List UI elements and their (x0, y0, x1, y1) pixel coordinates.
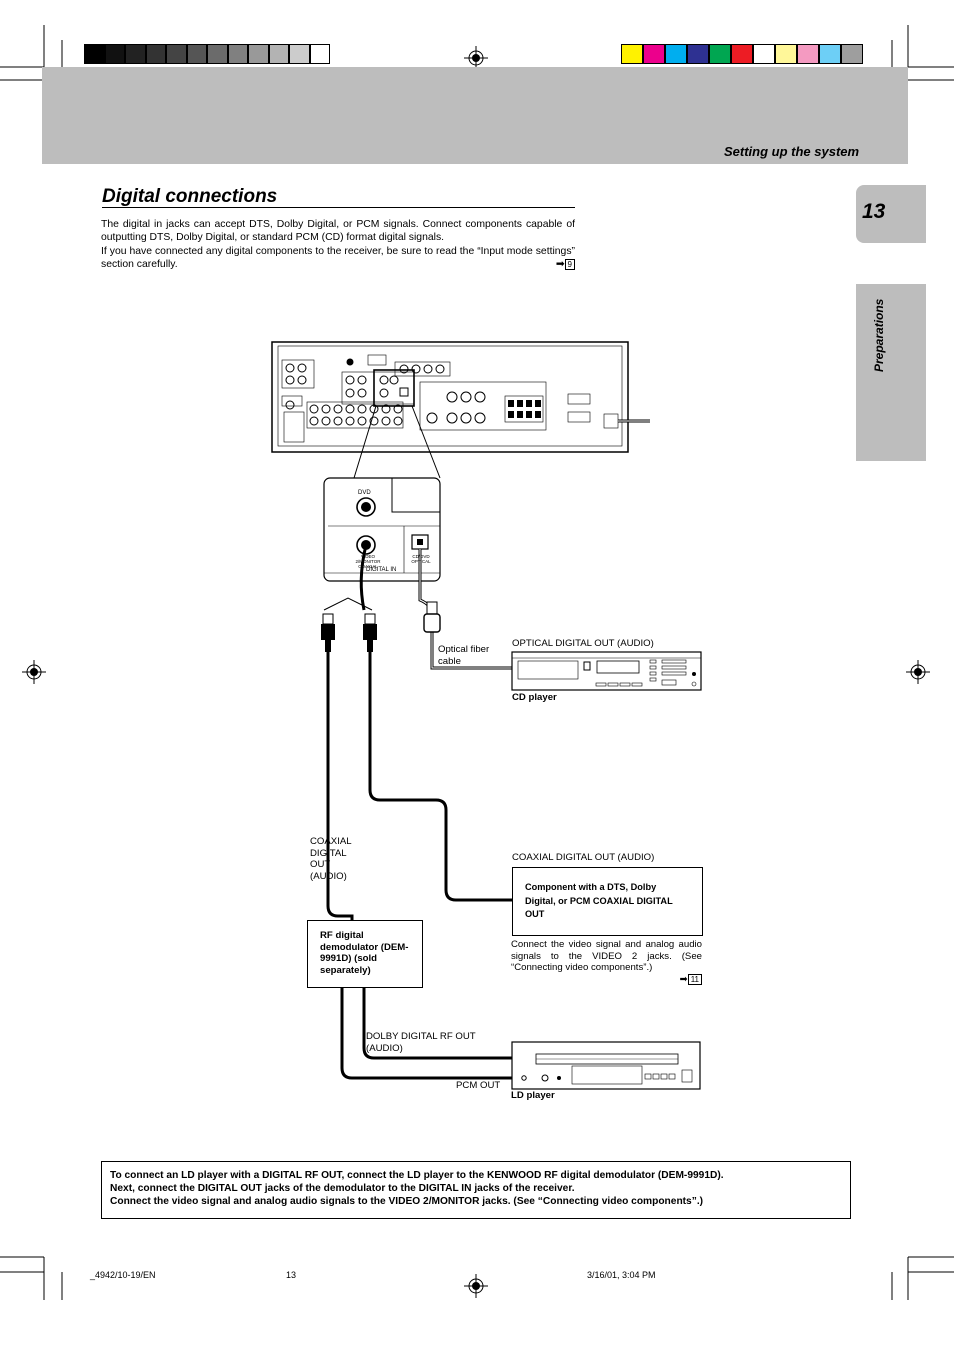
grayscale-swatch (268, 44, 289, 64)
coaxial-digital-out-right-label: COAXIAL DIGITAL OUT (AUDIO) (512, 852, 655, 863)
registration-mark-bottom (464, 1274, 488, 1298)
grayscale-swatch (104, 44, 125, 64)
color-swatch (731, 44, 753, 64)
note-line-1: To connect an LD player with a DIGITAL R… (110, 1170, 724, 1181)
cables (326, 544, 512, 1080)
rf-demodulator-label: RF digital demodulator (DEM-9991D) (sold… (320, 930, 409, 976)
intro-paragraph-2: If you have connected any digital compon… (101, 245, 575, 272)
registration-mark-top (464, 46, 488, 70)
coaxial-plug-right (363, 613, 377, 652)
page-ref-9: ➡9 (556, 258, 575, 271)
grayscale-swatch (84, 44, 105, 64)
component-box-text: Component with a DTS, Dolby Digital, or … (525, 882, 673, 919)
registration-mark-right (906, 660, 930, 684)
connect-note: Connect the video signal and analog audi… (511, 939, 702, 985)
page-ref-11: ➡11 (511, 973, 702, 986)
grayscale-swatch (125, 44, 146, 64)
intro-paragraph-2-text: If you have connected any digital compon… (101, 245, 575, 271)
page-number-tab (856, 185, 926, 243)
digital-in-label: DIGITAL IN (366, 567, 397, 573)
receiver-rear-panel (271, 341, 650, 453)
color-swatch (687, 44, 709, 64)
registration-mark-left (22, 660, 46, 684)
grayscale-swatch (186, 44, 207, 64)
cd-player-label: CD player (512, 692, 557, 703)
color-swatch (775, 44, 797, 64)
page-title: Digital connections (102, 186, 278, 207)
note-line-3: Connect the video signal and analog audi… (110, 1196, 704, 1207)
optical-plug (423, 601, 441, 633)
optical-fiber-cable-label: Optical fiber cable (438, 644, 490, 667)
color-swatch (621, 44, 643, 64)
page-number: 13 (862, 200, 886, 223)
intro-text: The digital in jacks can accept DTS, Dol… (101, 218, 575, 272)
side-tab (856, 284, 926, 461)
header-band (42, 67, 908, 164)
pcm-out-label: PCM OUT (456, 1080, 501, 1091)
cd-player-illustration (511, 651, 702, 691)
note-box: To connect an LD player with a DIGITAL R… (101, 1161, 851, 1219)
rf-demodulator-box: RF digital demodulator (DEM-9991D) (sold… (307, 920, 423, 988)
grayscale-swatch (145, 44, 166, 64)
footer-file: _4942/10-19/EN (90, 1270, 156, 1280)
coaxial-digital-out-left-label: COAXIAL DIGITAL OUT (AUDIO) (310, 836, 352, 882)
color-swatch (819, 44, 841, 64)
color-swatch (797, 44, 819, 64)
title-underline (102, 207, 575, 208)
intro-paragraph-1: The digital in jacks can accept DTS, Dol… (101, 219, 575, 244)
section-label: Setting up the system (724, 144, 860, 159)
coaxial-plug-left (321, 613, 335, 652)
color-swatch (665, 44, 687, 64)
cd-dvd-optical-label: CD/DVD OPTICAL (411, 554, 431, 564)
connect-note-text: Connect the video signal and analog audi… (511, 939, 702, 974)
note-line-2: Next, connect the DIGITAL OUT jacks of t… (110, 1183, 575, 1194)
dvd-jack-label: DVD (358, 490, 371, 496)
grayscale-swatch (309, 44, 330, 64)
video2-monitor-coaxial-label: VIDEO 2/MONITOR COAXIAL (355, 554, 381, 569)
page-ref-11-number: 11 (687, 973, 702, 985)
color-swatch (709, 44, 731, 64)
grayscale-swatch (166, 44, 187, 64)
ld-player-illustration (511, 1041, 701, 1090)
grayscale-swatch (227, 44, 248, 64)
color-swatch (841, 44, 863, 64)
grayscale-swatch (289, 44, 310, 64)
color-swatch (753, 44, 775, 64)
grayscale-swatch (207, 44, 228, 64)
footer-date: 3/16/01, 3:04 PM (587, 1270, 656, 1280)
ld-player-label: LD player (511, 1090, 555, 1101)
component-box: Component with a DTS, Dolby Digital, or … (512, 867, 703, 936)
grayscale-swatch (248, 44, 269, 64)
footer-page: 13 (286, 1270, 297, 1280)
optical-digital-out-label: OPTICAL DIGITAL OUT (AUDIO) (512, 638, 654, 649)
digital-in-zoom-panel (323, 477, 441, 582)
page-ref-9-number: 9 (564, 259, 575, 271)
color-swatch (643, 44, 665, 64)
dolby-rf-out-label: DOLBY DIGITAL RF OUT (AUDIO) (366, 1031, 476, 1054)
